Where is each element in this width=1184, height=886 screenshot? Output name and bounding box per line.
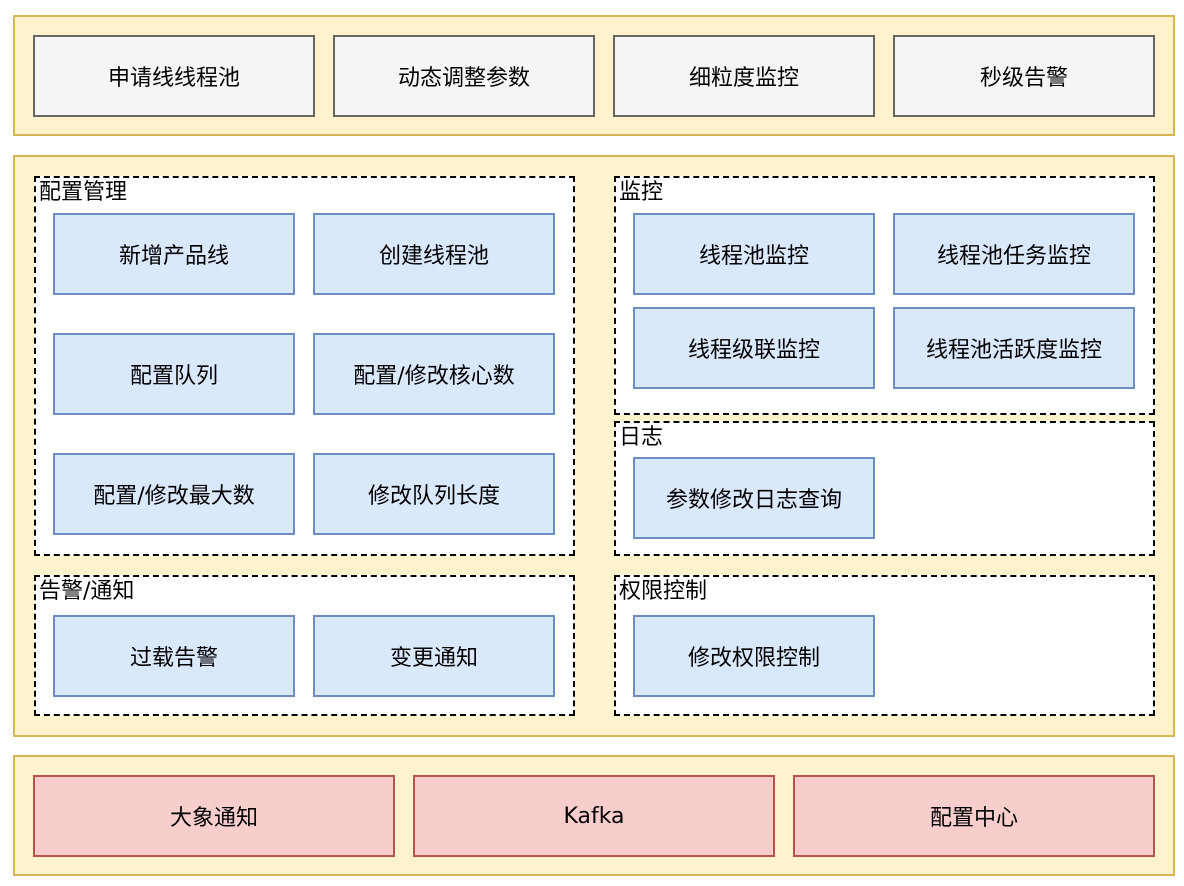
permission-title: 权限控制 <box>619 579 708 604</box>
param-change-log-query-box[interactable]: 参数修改日志查询 <box>633 457 875 539</box>
fine-grained-monitor-box[interactable]: 细粒度监控 <box>613 35 875 117</box>
config-core-size-box[interactable]: 配置/修改核心数 <box>313 333 555 415</box>
dynamic-adjust-params-box[interactable]: 动态调整参数 <box>333 35 595 117</box>
daxiang-notify-box[interactable]: 大象通知 <box>33 775 395 857</box>
apply-thread-pool-box[interactable]: 申请线线程池 <box>33 35 315 117</box>
kafka-box[interactable]: Kafka <box>413 775 775 857</box>
change-notify-box[interactable]: 变更通知 <box>313 615 555 697</box>
thread-pool-activity-monitor-box[interactable]: 线程池活跃度监控 <box>893 307 1135 389</box>
config-center-box[interactable]: 配置中心 <box>793 775 1155 857</box>
modify-queue-length-box[interactable]: 修改队列长度 <box>313 453 555 535</box>
alert-notify-title: 告警/通知 <box>39 579 135 604</box>
logging-title: 日志 <box>619 425 664 450</box>
thread-pool-monitor-box[interactable]: 线程池监控 <box>633 213 875 295</box>
add-product-line-box[interactable]: 新增产品线 <box>53 213 295 295</box>
config-queue-box[interactable]: 配置队列 <box>53 333 295 415</box>
thread-cascade-monitor-box[interactable]: 线程级联监控 <box>633 307 875 389</box>
second-level-alert-box[interactable]: 秒级告警 <box>893 35 1155 117</box>
monitoring-title: 监控 <box>619 180 664 205</box>
overload-alert-box[interactable]: 过载告警 <box>53 615 295 697</box>
create-thread-pool-box[interactable]: 创建线程池 <box>313 213 555 295</box>
config-max-size-box[interactable]: 配置/修改最大数 <box>53 453 295 535</box>
modify-permission-control-box[interactable]: 修改权限控制 <box>633 615 875 697</box>
thread-pool-task-monitor-box[interactable]: 线程池任务监控 <box>893 213 1135 295</box>
config-management-title: 配置管理 <box>39 180 128 205</box>
